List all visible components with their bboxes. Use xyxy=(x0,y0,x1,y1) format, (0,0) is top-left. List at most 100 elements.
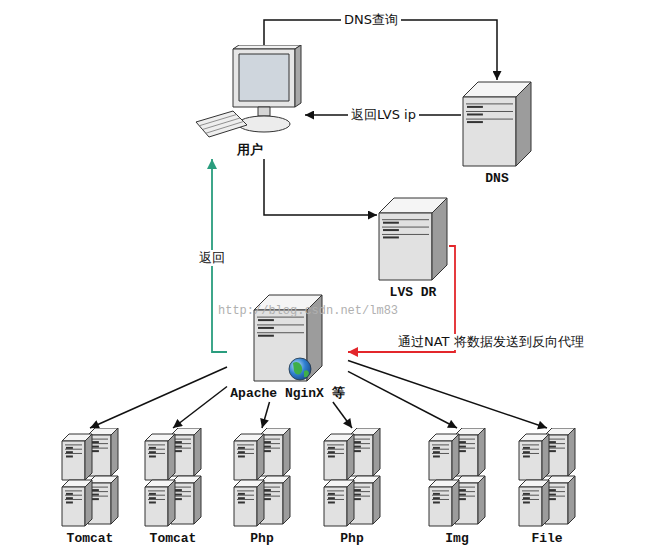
server-side xyxy=(432,198,447,280)
server-front xyxy=(429,487,452,526)
server-side xyxy=(478,476,485,524)
drive-led xyxy=(66,455,73,457)
server-front xyxy=(62,487,85,526)
drive-led xyxy=(549,498,556,500)
drive-led xyxy=(175,494,182,496)
drive-slot xyxy=(91,439,108,440)
edge-label: 返回 xyxy=(196,250,228,266)
server-front xyxy=(429,441,452,480)
drive-led xyxy=(149,497,156,499)
drive-slot xyxy=(65,495,82,496)
server-icon xyxy=(377,196,449,282)
drive-slot xyxy=(466,103,513,104)
drive-led xyxy=(433,447,440,449)
drive-led xyxy=(149,451,156,453)
server-front xyxy=(234,441,257,480)
node-label: Php xyxy=(340,531,363,547)
server-side xyxy=(373,476,380,524)
drive-led xyxy=(433,455,440,457)
drive-slot xyxy=(432,444,449,445)
drive-led xyxy=(354,494,361,496)
drive-led xyxy=(328,455,335,457)
drive-led xyxy=(549,446,556,448)
drive-slot xyxy=(148,449,165,450)
connector xyxy=(90,367,227,428)
drive-slot xyxy=(458,491,475,492)
drive-led xyxy=(549,489,556,491)
drive-led xyxy=(92,450,99,452)
drive-slot xyxy=(522,490,539,491)
drive-slot xyxy=(458,439,475,440)
drive-slot xyxy=(353,496,370,497)
drive-slot xyxy=(263,443,280,444)
drive-slot xyxy=(148,490,165,491)
monitor-screen xyxy=(239,54,289,101)
server-side xyxy=(111,428,118,476)
drive-led xyxy=(175,441,182,443)
drive-slot xyxy=(237,490,254,491)
drive-led xyxy=(92,446,99,448)
drive-led xyxy=(149,455,156,457)
drive-slot xyxy=(353,487,370,488)
drive-led xyxy=(175,446,182,448)
drive-led xyxy=(383,236,399,238)
globe-land xyxy=(304,370,309,377)
server-side xyxy=(568,476,575,524)
drive-led xyxy=(175,498,182,500)
server-front xyxy=(463,97,516,166)
drive-slot xyxy=(148,444,165,445)
drive-slot xyxy=(458,443,475,444)
keyboard-row xyxy=(199,115,236,126)
drive-led xyxy=(66,451,73,453)
drive-slot xyxy=(522,453,539,454)
drive-led xyxy=(467,121,483,123)
drive-slot xyxy=(382,227,429,228)
server-front xyxy=(519,487,542,526)
node-label: Img xyxy=(445,531,468,547)
drive-led xyxy=(258,319,274,321)
drive-led xyxy=(264,498,271,500)
monitor-side xyxy=(295,45,301,107)
node-label: Apache NginX 等 xyxy=(230,386,344,402)
drive-led xyxy=(523,455,530,457)
drive-slot xyxy=(548,448,565,449)
drive-led xyxy=(149,447,156,449)
drive-led xyxy=(175,489,182,491)
drive-slot xyxy=(174,491,191,492)
drive-led xyxy=(549,494,556,496)
drive-led xyxy=(523,447,530,449)
drive-led xyxy=(264,489,271,491)
connector xyxy=(262,402,270,428)
drive-slot xyxy=(548,487,565,488)
server-front xyxy=(324,487,347,526)
drive-slot xyxy=(65,453,82,454)
drive-led xyxy=(433,497,440,499)
drive-slot xyxy=(522,495,539,496)
drive-slot xyxy=(432,499,449,500)
server-icon xyxy=(427,428,487,528)
drive-led xyxy=(92,498,99,500)
connector xyxy=(264,159,377,215)
server-node: Img xyxy=(427,428,487,547)
drive-slot xyxy=(327,490,344,491)
drive-slot xyxy=(466,111,513,112)
server-front xyxy=(254,310,307,381)
drive-slot xyxy=(353,448,370,449)
server-side xyxy=(347,480,354,526)
drive-led xyxy=(238,451,245,453)
server-side xyxy=(111,476,118,524)
server-front xyxy=(519,441,542,480)
watermark: http://blog.csdn.net/lm83 xyxy=(218,304,398,318)
drive-slot xyxy=(327,495,344,496)
drive-slot xyxy=(548,439,565,440)
node-label: DNS xyxy=(485,171,508,187)
drive-slot xyxy=(263,491,280,492)
drive-led xyxy=(264,494,271,496)
drive-slot xyxy=(91,487,108,488)
drive-led xyxy=(354,498,361,500)
drive-led xyxy=(238,447,245,449)
drive-led xyxy=(383,222,399,224)
drive-slot xyxy=(458,487,475,488)
monitor-front xyxy=(233,49,295,107)
server-side xyxy=(194,428,201,476)
